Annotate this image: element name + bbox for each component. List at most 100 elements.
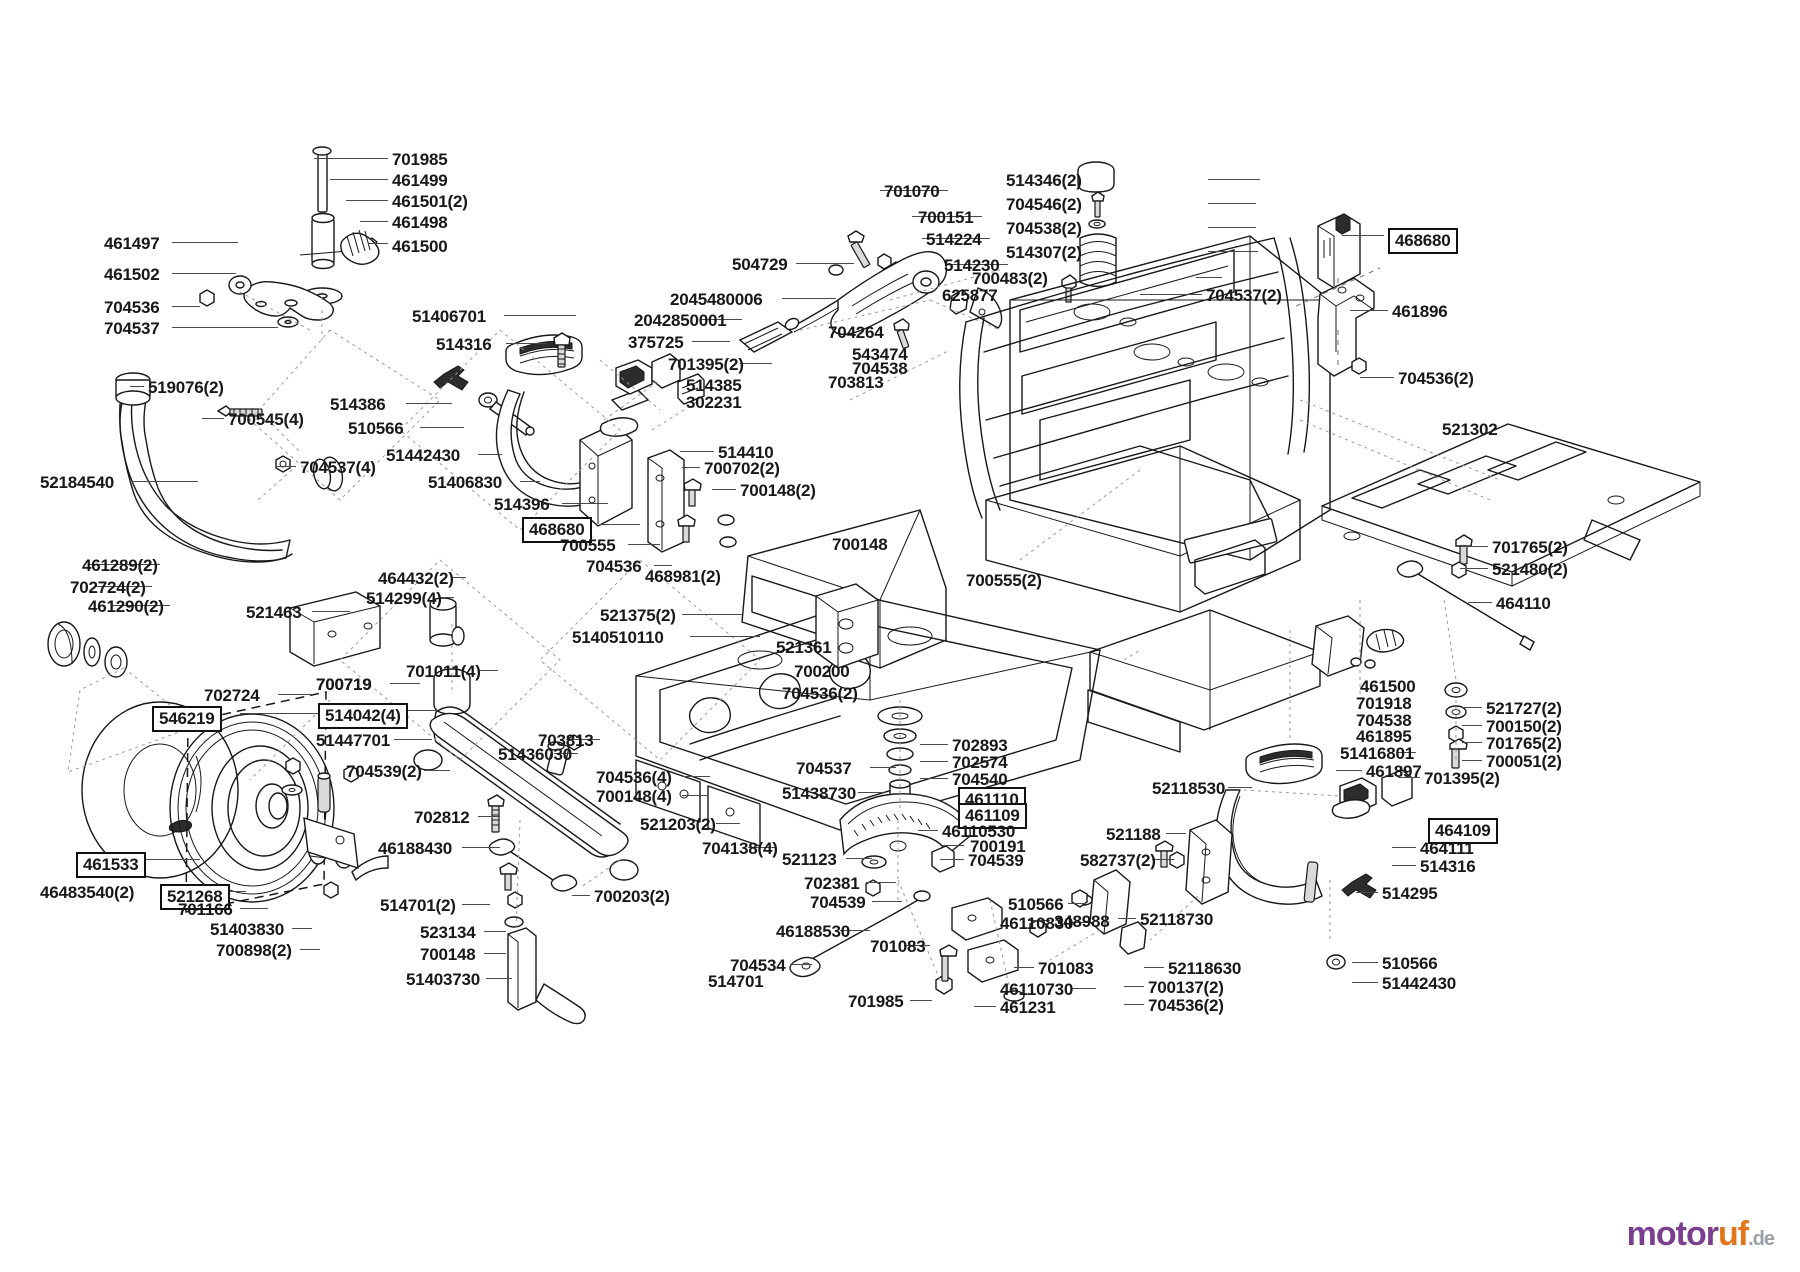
part-number-label[interactable]: 701765(2) — [1492, 538, 1568, 557]
part-number-label[interactable]: 704538(2) — [1006, 219, 1082, 238]
part-number-label[interactable]: 521463 — [246, 603, 302, 622]
part-number-label[interactable]: 302231 — [686, 393, 742, 412]
part-number-label[interactable]: 704546(2) — [1006, 195, 1082, 214]
part-number-label[interactable]: 461897 — [1366, 762, 1422, 781]
part-number-label[interactable]: 510566 — [1008, 895, 1064, 914]
part-number-label[interactable]: 46483540(2) — [40, 883, 135, 902]
part-number-label[interactable]: 521375(2) — [600, 606, 676, 625]
part-number-label[interactable]: 464111 — [1420, 839, 1474, 858]
part-number-label[interactable]: 704536(2) — [1148, 996, 1224, 1015]
part-number-label[interactable]: 461109 — [958, 803, 1027, 829]
part-number-label[interactable]: 461231 — [1000, 998, 1056, 1017]
part-number-label[interactable]: 704539 — [810, 893, 866, 912]
part-number-label[interactable]: 700898(2) — [216, 941, 292, 960]
part-number-label[interactable]: 700148 — [420, 945, 476, 964]
part-number-label[interactable]: 702724(2) — [70, 578, 146, 597]
part-number-label[interactable]: 700148(2) — [740, 481, 816, 500]
part-number-label[interactable]: 703813 — [828, 373, 884, 392]
part-number-label[interactable]: 46110730 — [1000, 980, 1074, 999]
part-number-label[interactable]: 700719 — [316, 675, 372, 694]
part-number-label[interactable]: 514224 — [926, 230, 982, 249]
part-number-label[interactable]: 521188 — [1106, 825, 1161, 844]
part-number-label[interactable]: 701011(4) — [406, 662, 481, 681]
part-number-label[interactable]: 375725 — [628, 333, 684, 352]
part-number-label[interactable]: 625877 — [942, 286, 998, 305]
part-number-label[interactable]: 46110830 — [1000, 914, 1074, 933]
part-number-label[interactable]: 704536(4) — [596, 768, 672, 787]
part-number-label[interactable]: 704264 — [828, 323, 884, 342]
part-number-label[interactable]: 701083 — [870, 937, 926, 956]
part-number-label[interactable]: 51406701 — [412, 307, 487, 326]
part-number-label[interactable]: 461501(2) — [392, 192, 468, 211]
part-number-label[interactable]: 521203(2) — [640, 815, 716, 834]
part-number-label[interactable]: 702724 — [204, 686, 260, 705]
part-number-label[interactable]: 51447701 — [316, 731, 391, 750]
part-number-label[interactable]: 521361 — [776, 638, 832, 657]
part-number-label[interactable]: 704538 — [1356, 711, 1412, 730]
part-number-label[interactable]: 461499 — [392, 171, 448, 190]
part-number-label[interactable]: 701765(2) — [1486, 734, 1562, 753]
part-number-label[interactable]: 700051(2) — [1486, 752, 1562, 771]
part-number-label[interactable]: 52118630 — [1168, 959, 1242, 978]
part-number-label[interactable]: 468981(2) — [645, 567, 721, 586]
part-number-label[interactable]: 701166 — [178, 900, 233, 919]
part-number-label[interactable]: 704536(2) — [782, 684, 858, 703]
part-number-label[interactable]: 510566 — [1382, 954, 1438, 973]
part-number-label[interactable]: 700555 — [560, 536, 616, 555]
part-number-label[interactable]: 700148(4) — [596, 787, 672, 806]
part-number-label[interactable]: 700151 — [918, 208, 974, 227]
part-number-label[interactable]: 700555(2) — [966, 571, 1042, 590]
part-number-label[interactable]: 704539(2) — [346, 762, 422, 781]
part-number-label[interactable]: 52118530 — [1152, 779, 1226, 798]
part-number-label[interactable]: 704538 — [852, 359, 908, 378]
part-number-label[interactable]: 700702(2) — [704, 459, 780, 478]
part-number-label[interactable]: 700200 — [794, 662, 850, 681]
part-number-label[interactable]: 700545(4) — [228, 410, 304, 429]
part-number-label[interactable]: 704537 — [796, 759, 852, 778]
part-number-label[interactable]: 51403730 — [406, 970, 481, 989]
part-number-label[interactable]: 504729 — [732, 255, 788, 274]
part-number-label[interactable]: 510566 — [348, 419, 404, 438]
part-number-label[interactable]: 464432(2) — [378, 569, 454, 588]
part-number-label[interactable]: 514396 — [494, 495, 550, 514]
part-number-label[interactable]: 704536(2) — [1398, 369, 1474, 388]
part-number-label[interactable]: 521480(2) — [1492, 560, 1568, 579]
part-number-label[interactable]: 461502 — [104, 265, 160, 284]
part-number-label[interactable]: 461289(2) — [82, 556, 158, 575]
part-number-label[interactable]: 51436030 — [498, 745, 573, 764]
part-number-label[interactable]: 703813 — [538, 731, 594, 750]
part-number-label[interactable]: 514316 — [1420, 857, 1476, 876]
part-number-label[interactable]: 514701(2) — [380, 896, 456, 915]
part-number-label[interactable]: 702574 — [952, 753, 1008, 772]
part-number-label[interactable]: 704536 — [104, 298, 160, 317]
part-number-label[interactable]: 464110 — [1496, 594, 1551, 613]
part-number-label[interactable]: 514346(2) — [1006, 171, 1082, 190]
part-number-label[interactable]: 700148 — [832, 535, 888, 554]
part-number-label[interactable]: 702893 — [952, 736, 1008, 755]
part-number-label[interactable]: 543474 — [852, 345, 908, 364]
part-number-label[interactable]: 700137(2) — [1148, 978, 1224, 997]
part-number-label[interactable]: 461498 — [392, 213, 448, 232]
part-number-label[interactable]: 521302 — [1442, 420, 1498, 439]
part-number-label[interactable]: 702381 — [804, 874, 860, 893]
part-number-label[interactable]: 523134 — [420, 923, 476, 942]
part-number-label[interactable]: 461500 — [1360, 677, 1416, 696]
part-number-label[interactable]: 461500 — [392, 237, 448, 256]
part-number-label[interactable]: 514230 — [944, 256, 1000, 275]
part-number-label[interactable]: 519076(2) — [148, 378, 224, 397]
part-number-label[interactable]: 461290(2) — [88, 597, 164, 616]
part-number-label[interactable]: 701083 — [1038, 959, 1094, 978]
part-number-label[interactable]: 52118730 — [1140, 910, 1214, 929]
part-number-label[interactable]: 468680 — [522, 517, 592, 543]
part-number-label[interactable]: 700719 — [316, 675, 372, 694]
part-number-label[interactable]: 468680 — [1388, 228, 1458, 254]
part-number-label[interactable]: 51416801 — [1340, 744, 1415, 763]
part-number-label[interactable]: 464109 — [1428, 818, 1498, 844]
part-number-label[interactable]: 701985 — [848, 992, 904, 1011]
part-number-label[interactable]: 704539 — [968, 851, 1024, 870]
part-number-label[interactable]: 514701 — [708, 972, 764, 991]
part-number-label[interactable]: 700191 — [970, 837, 1026, 856]
part-number-label[interactable]: 704537 — [104, 319, 160, 338]
part-number-label[interactable]: 51406830 — [428, 473, 503, 492]
part-number-label[interactable]: 521123 — [782, 850, 837, 869]
